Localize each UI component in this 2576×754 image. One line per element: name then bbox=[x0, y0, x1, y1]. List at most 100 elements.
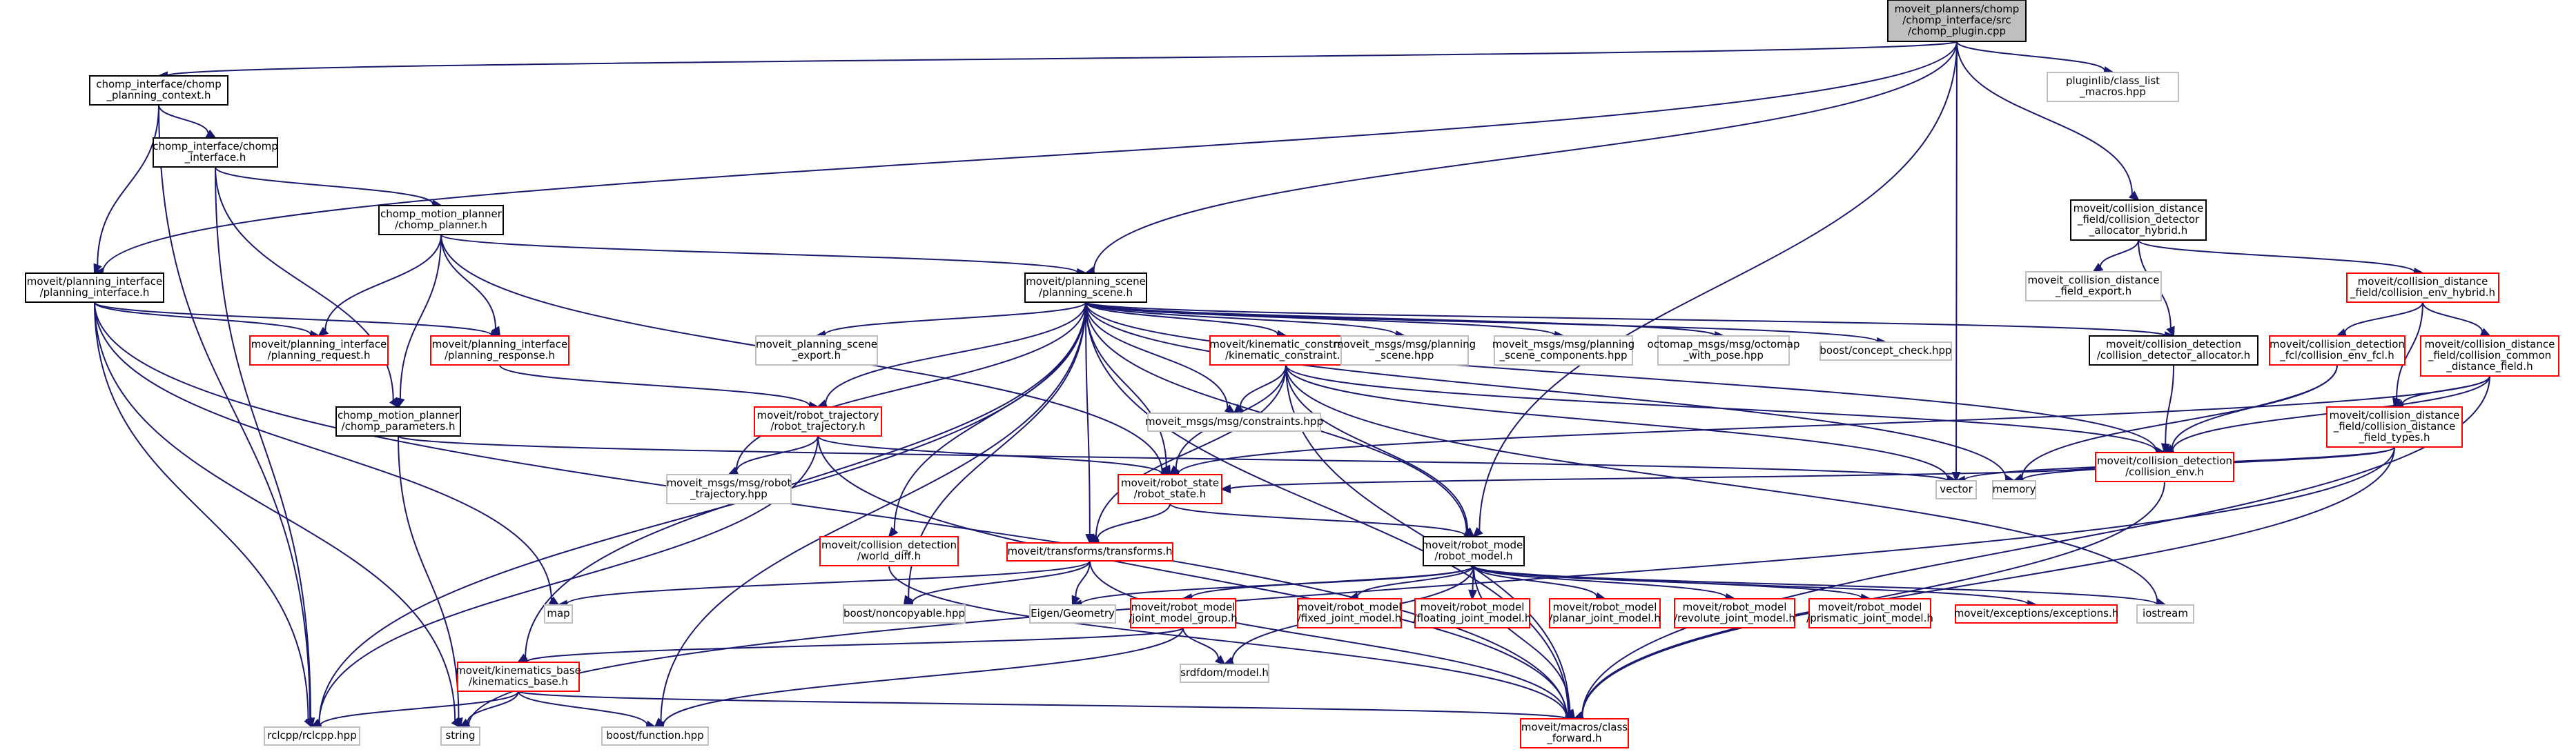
edge-root-to-pluginlib bbox=[1956, 41, 2115, 75]
edge-line bbox=[97, 104, 159, 266]
edge-arrowhead bbox=[304, 717, 313, 729]
edge-arrowhead bbox=[317, 326, 329, 337]
edge-line bbox=[94, 301, 1568, 717]
edge-planning_scene-to-msg_robot_traj bbox=[727, 301, 1086, 476]
node-box bbox=[1006, 542, 1173, 562]
node-label-line: _interface.h bbox=[184, 151, 246, 164]
edge-line bbox=[1095, 364, 1287, 537]
node-box bbox=[1494, 335, 1633, 366]
node-box bbox=[25, 272, 164, 303]
node-fixed-joint[interactable]: moveit/robot_model/fixed_joint_model.h bbox=[1297, 598, 1402, 628]
node-label-line: octomap_msgs/msg/octomap bbox=[1648, 338, 1800, 351]
node-planning-request[interactable]: moveit/planning_interface/planning_reque… bbox=[249, 335, 389, 366]
edge-line bbox=[1182, 627, 1220, 659]
node-prismatic-joint[interactable]: moveit/robot_model/prismatic_joint_model… bbox=[1806, 598, 1933, 628]
edge-root-to-robot_model bbox=[1472, 41, 1958, 538]
node-box bbox=[755, 335, 878, 366]
edge-cda_hybrid-to-cenv_hybrid bbox=[2138, 239, 2425, 277]
node-cd-allocator[interactable]: moveit/collision_detection/collision_det… bbox=[2089, 335, 2258, 366]
edge-planning_context-to-planning_interface bbox=[93, 104, 159, 275]
node-joint-model-group[interactable]: moveit/robot_model/joint_model_group.h bbox=[1129, 598, 1238, 628]
edge-planning_interface-to-planning_request bbox=[94, 301, 321, 339]
node-box bbox=[2420, 335, 2559, 377]
node-cdf-common[interactable]: moveit/collision_distance_field/collisio… bbox=[2420, 335, 2559, 377]
edge-line bbox=[1479, 41, 1958, 531]
node-label-line: _with_pose.hpp bbox=[1683, 349, 1764, 362]
edge-line bbox=[467, 446, 2395, 726]
node-floating-joint[interactable]: moveit/robot_model/floating_joint_model.… bbox=[1414, 598, 1532, 628]
node-class-forward[interactable]: moveit/macros/class_forward.h bbox=[1520, 718, 1629, 748]
node-kin-constraint[interactable]: moveit/kinematic_constraints/kinematic_c… bbox=[1209, 335, 1363, 366]
node-root[interactable]: moveit_planners/chomp/chomp_interface/sr… bbox=[1887, 0, 2027, 42]
edge-line bbox=[888, 565, 1568, 717]
node-label-line: chomp_interface/chomp bbox=[96, 78, 222, 91]
node-world-diff[interactable]: moveit/collision_detection/world_diff.h bbox=[819, 536, 959, 566]
node-transforms[interactable]: moveit/transforms/transforms.h bbox=[1006, 542, 1173, 562]
node-label-line: boost/noncopyable.hpp bbox=[843, 607, 965, 619]
node-revolute-joint[interactable]: moveit/robot_model/revolute_joint_model.… bbox=[1674, 598, 1795, 628]
node-cda-hybrid[interactable]: moveit/collision_distance_field/collisio… bbox=[2070, 199, 2207, 241]
node-box bbox=[1209, 335, 1363, 366]
edge-planning_scene-to-robot_state bbox=[1085, 301, 1171, 477]
edge-line bbox=[1085, 301, 1091, 535]
edge-line bbox=[499, 364, 811, 406]
node-chomp-params[interactable]: chomp_motion_planner/chomp_parameters.h bbox=[335, 406, 461, 437]
node-label-line: moveit_planning_scene bbox=[756, 338, 877, 351]
node-robot-trajectory[interactable]: moveit/robot_trajectory/robot_trajectory… bbox=[754, 406, 882, 437]
node-label-line: _field/collision_common bbox=[2428, 349, 2551, 362]
node-box bbox=[666, 474, 792, 504]
node-label-line: moveit_msgs/msg/constraints.hpp bbox=[1145, 415, 1323, 428]
node-planar-joint[interactable]: moveit/robot_model/planar_joint_model.h bbox=[1549, 598, 1661, 628]
node-box bbox=[819, 536, 959, 566]
node-robot-state[interactable]: moveit/robot_state/robot_state.h bbox=[1118, 474, 1222, 504]
node-label-line: _forward.h bbox=[1546, 732, 1601, 745]
node-ps-export: moveit_planning_scene_export.h bbox=[755, 335, 878, 366]
node-label-line: _scene.hpp bbox=[1375, 349, 1434, 362]
node-planning-response[interactable]: moveit/planning_interface/planning_respo… bbox=[430, 335, 569, 366]
node-label-line: moveit/kinematic_constraints bbox=[1209, 338, 1363, 351]
edge-line bbox=[398, 435, 460, 720]
edge-arrowhead bbox=[1565, 708, 1576, 721]
node-layer: moveit_planners/chomp/chomp_interface/sr… bbox=[25, 0, 2559, 748]
edge-line bbox=[215, 166, 434, 205]
node-label-line: moveit/collision_detection bbox=[2097, 455, 2232, 468]
node-kinematics-base[interactable]: moveit/kinematics_base/kinematics_base.h bbox=[456, 662, 581, 692]
node-box bbox=[1992, 480, 2036, 499]
node-label-line: /collision_env.h bbox=[2125, 466, 2204, 479]
edge-line bbox=[1075, 560, 1091, 597]
edge-chomp_planner-to-planning_response bbox=[440, 234, 501, 338]
node-box bbox=[2346, 272, 2499, 303]
edge-robot_model-to-fixed_joint bbox=[1347, 565, 1474, 601]
edge-arrowhead bbox=[1233, 404, 1244, 415]
node-cenv-hybrid[interactable]: moveit/collision_distance_field/collisio… bbox=[2346, 272, 2499, 303]
node-chomp-planner[interactable]: chomp_motion_planner/chomp_planner.h bbox=[378, 205, 504, 235]
node-rclcpp: rclcpp/rclcpp.hpp bbox=[264, 726, 360, 746]
node-octomap: octomap_msgs/msg/octomap_with_pose.hpp bbox=[1648, 335, 1800, 366]
node-box bbox=[2136, 604, 2194, 624]
node-label-line: /chomp_plugin.cpp bbox=[1908, 25, 2006, 38]
node-label-line: moveit/planning_interface bbox=[27, 275, 163, 288]
node-box bbox=[457, 662, 580, 692]
edge-arrowhead bbox=[548, 596, 560, 606]
edge-transforms-to-class_forward bbox=[1089, 560, 1577, 721]
node-label-line: moveit/macros/class bbox=[1521, 721, 1628, 733]
node-box bbox=[430, 335, 569, 366]
node-box bbox=[754, 406, 882, 437]
node-box bbox=[1423, 536, 1525, 566]
node-cenv-fcl[interactable]: moveit/collision_detection_fcl/collision… bbox=[2269, 335, 2406, 366]
node-collision-env[interactable]: moveit/collision_detection/collision_env… bbox=[2095, 452, 2234, 482]
node-label-line: /world_diff.h bbox=[857, 550, 921, 563]
node-msg-psc: moveit_msgs/msg/planning_scene_component… bbox=[1492, 335, 1635, 366]
node-planning-interface[interactable]: moveit/planning_interface/planning_inter… bbox=[25, 272, 164, 303]
node-map: map bbox=[544, 604, 573, 624]
edge-line bbox=[467, 691, 519, 723]
node-robot-model[interactable]: moveit/robot_model/robot_model.h bbox=[1422, 536, 1526, 566]
edge-arrowhead bbox=[1220, 484, 1231, 494]
node-planning-scene[interactable]: moveit/planning_scene/planning_scene.h bbox=[1024, 272, 1147, 303]
node-cdf-types[interactable]: moveit/collision_distance_field/collisio… bbox=[2326, 406, 2463, 448]
node-planning-context[interactable]: chomp_interface/chomp_planning_context.h bbox=[89, 75, 228, 106]
edge-line bbox=[911, 560, 1091, 604]
node-chomp-interface[interactable]: chomp_interface/chomp_interface.h bbox=[153, 137, 278, 168]
node-exceptions[interactable]: moveit/exceptions/exceptions.h bbox=[1954, 604, 2119, 624]
edge-line bbox=[1085, 301, 2167, 337]
